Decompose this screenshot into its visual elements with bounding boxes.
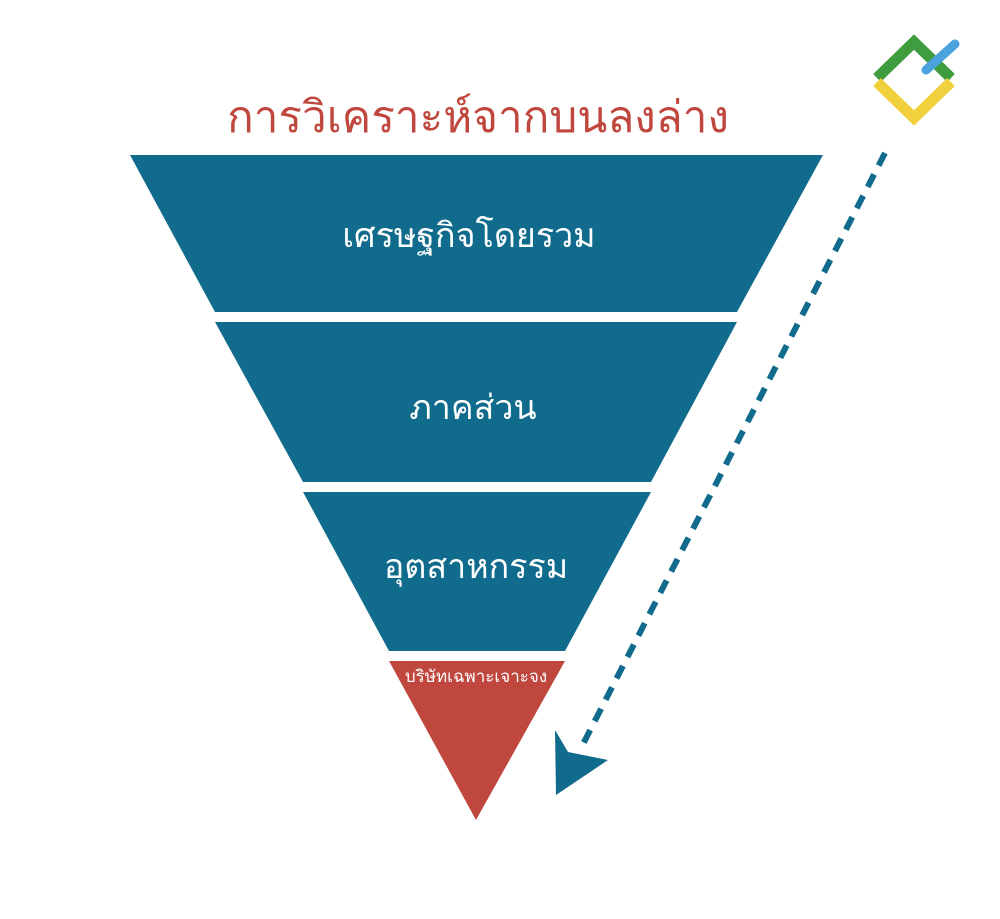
funnel-level-company-shape [389, 661, 565, 820]
funnel-level-sector-shape [215, 322, 737, 482]
brand-logo-icon [873, 34, 960, 126]
diagram-title: การวิเคราะห์จากบนลงล่าง [227, 92, 729, 143]
funnel-level-company-label: บริษัทเฉพาะเจาะจง [405, 667, 547, 687]
logo-yellow-chevron [873, 78, 955, 126]
funnel-level-company: บริษัทเฉพาะเจาะจง [389, 661, 565, 820]
arrow-head [555, 730, 608, 795]
funnel-level-economy: เศรษฐกิจโดยรวม [130, 155, 823, 312]
funnel-level-economy-label: เศรษฐกิจโดยรวม [342, 216, 595, 256]
funnel-level-industry-label: อุตสาหกรรม [384, 547, 568, 587]
funnel-level-industry: อุตสาหกรรม [303, 492, 651, 651]
funnel-level-sector-label: ภาคส่วน [409, 388, 536, 428]
funnel-level-economy-shape [130, 155, 823, 312]
arrow-shaft [577, 151, 888, 752]
funnel-level-sector: ภาคส่วน [215, 322, 737, 482]
funnel-level-industry-shape [303, 492, 651, 651]
dashed-down-arrow-icon [555, 151, 888, 795]
logo-blue-stroke [921, 39, 960, 75]
logo-green-chevron [873, 34, 955, 82]
